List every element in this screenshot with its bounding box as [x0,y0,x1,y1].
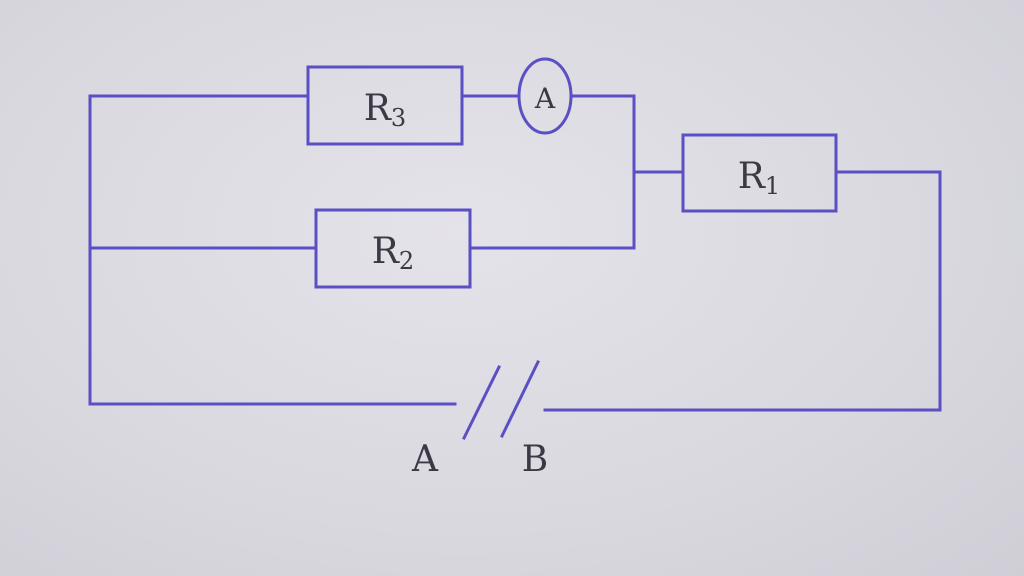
wire-right-rail [543,170,942,412]
resistor-r2-body [314,208,472,289]
wire-ammeter-to-junction [569,94,636,250]
terminal-break [461,359,541,441]
terminal-a-label: A [411,439,439,480]
terminal-b-label: B [522,439,548,480]
terminal-slash-a [461,364,502,441]
ammeter-label: A [534,82,556,115]
wires [88,94,942,412]
resistor-r3-body [306,65,464,146]
resistor-r2-label: R2 [372,231,414,275]
resistor-r2: R2 [314,208,472,289]
resistor-r1-label: R1 [738,156,780,200]
terminal-slash-b [499,359,541,439]
resistor-r3: R3 [306,65,464,146]
ammeter: A [517,57,573,135]
ammeter-circle [517,57,573,135]
resistor-r1-body [681,133,838,213]
resistor-r3-label: R3 [364,88,406,132]
resistor-r1: R1 [681,133,838,213]
wire-left-rail [88,94,457,406]
